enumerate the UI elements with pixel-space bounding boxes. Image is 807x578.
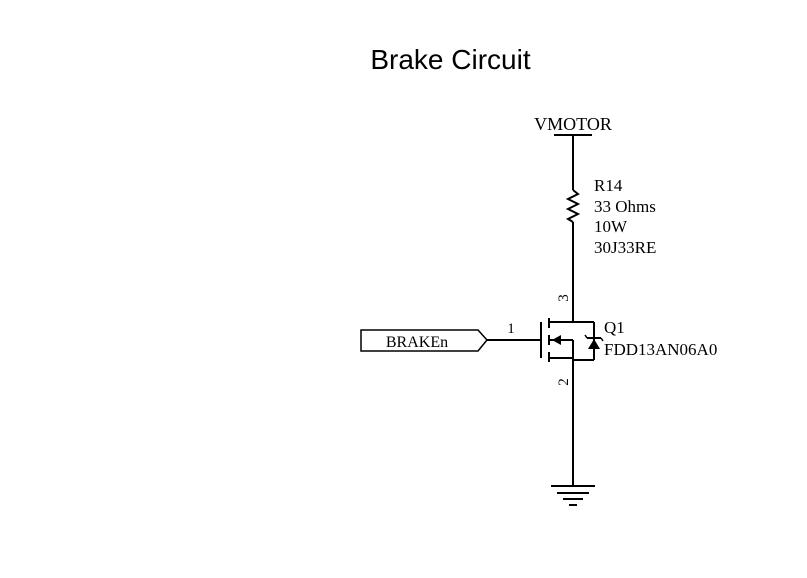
pin-drain-label: 3 <box>556 294 572 302</box>
pin-gate-label: 1 <box>507 321 515 337</box>
input-port-symbol <box>360 329 488 352</box>
mosfet-symbol <box>540 318 604 362</box>
supply-net-label: VMOTOR <box>534 114 612 134</box>
mosfet-ref: Q1 <box>604 318 625 337</box>
resistor-ref: R14 <box>594 176 623 195</box>
pin-source-label: 2 <box>556 378 572 386</box>
resistor-value: 33 Ohms <box>594 197 656 216</box>
input-net-label: BRAKEn <box>386 334 448 351</box>
resistor-part: 30J33RE <box>594 238 656 257</box>
mosfet-part: FDD13AN06A0 <box>604 340 717 359</box>
diagram-title: Brake Circuit <box>370 44 531 75</box>
ground-symbol <box>551 485 595 506</box>
resistor-power: 10W <box>594 217 628 236</box>
resistor-symbol <box>565 189 581 223</box>
